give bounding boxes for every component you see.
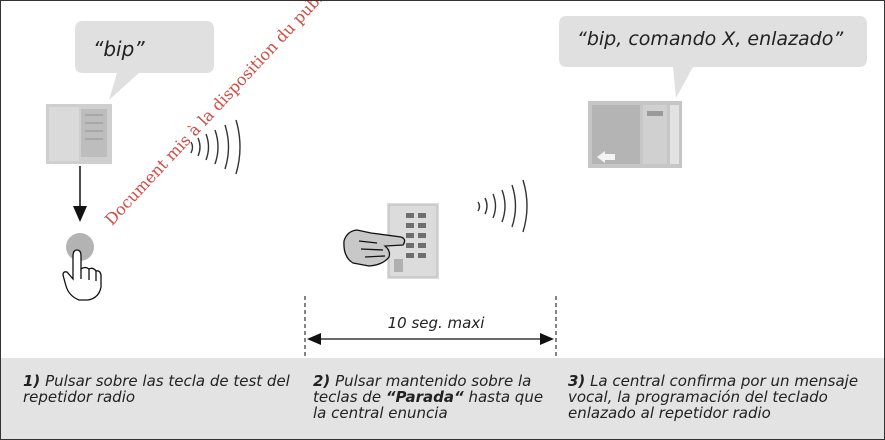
step-2-caption: 2) Pulsar mantenido sobre la teclas de “… [313,373,548,421]
speech-bubble-left-text: “bip” [93,37,145,61]
arrow-down-icon [73,166,87,222]
step-1-number: 1) [23,372,41,390]
double-arrow-icon [307,333,554,345]
step-2-text-end: hasta que la central enuncia [313,388,544,422]
step-3-number: 3) [568,372,586,390]
step-1-caption: 1) Pulsar sobre las tecla de test del re… [23,373,293,405]
speech-bubble-right-text: “bip, comando X, enlazado” [577,28,844,50]
repeater-device-icon [46,104,112,164]
central-unit-icon [588,101,682,168]
speech-bubble-left [75,21,214,100]
step-2-number: 2) [313,372,331,390]
step-3-caption: 3) La central confirma por un mensaje vo… [568,373,878,421]
caption-band: 1) Pulsar sobre las tecla de test del re… [1,358,884,439]
radio-waves-icon [477,179,528,233]
step-1-text: Pulsar sobre las tecla de test del repet… [23,372,290,406]
radio-waves-icon [190,119,241,175]
finger-press-icon [62,249,102,301]
step-3-text: La central confirma por un mensaje vocal… [568,372,859,422]
timer-label: 10 seg. maxi [387,314,485,332]
hand-pointing-icon [343,229,406,267]
speech-bubble-right [559,16,867,98]
step-2-emphasis: “Parada“ [385,388,464,406]
step-2-text: Pulsar mantenido sobre la teclas de [313,372,532,406]
